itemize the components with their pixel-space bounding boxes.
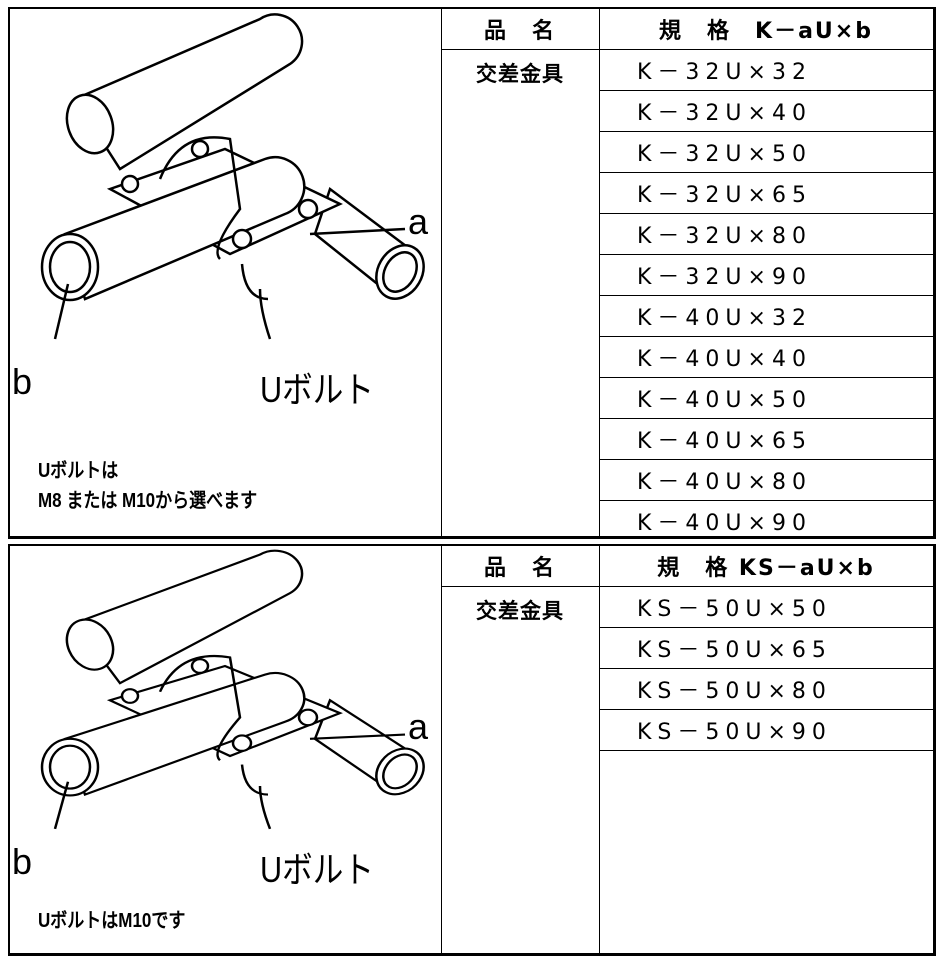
label-a: a [408, 706, 429, 747]
product-name-column: 品 名 交差金具 [441, 9, 600, 536]
spec-row: K－32U×90 [599, 255, 933, 296]
spec-row: K－40U×65 [599, 419, 933, 460]
product-name-column: 品 名 交差金具 [441, 546, 600, 953]
spec-row: K－40U×80 [599, 460, 933, 501]
spec-row: K－40U×50 [599, 378, 933, 419]
label-a: a [408, 201, 429, 242]
name-header: 品 名 [441, 546, 599, 587]
spec-header: 規 格 KS－aU×b [599, 546, 933, 587]
product-table-k: a b Uボルト Uボルトは M8 または M10から選べます 品 名 交差金具… [8, 7, 936, 539]
spec-row: KS－50U×90 [599, 710, 933, 751]
label-b: b [12, 361, 33, 402]
spec-row: KS－50U×65 [599, 628, 933, 669]
spec-row: K－32U×80 [599, 214, 933, 255]
product-name: 交差金具 [476, 599, 564, 623]
name-header: 品 名 [441, 9, 599, 50]
spec-row: KS－50U×50 [599, 587, 933, 628]
cross-clamp-illustration: a b Uボルト UボルトはM10です [10, 546, 442, 953]
spec-row: K－40U×32 [599, 296, 933, 337]
spec-row: KS－50U×80 [599, 669, 933, 710]
note-line: M8 または M10から選べます [38, 490, 258, 512]
cross-clamp-illustration: a b Uボルト Uボルトは M8 または M10から選べます [10, 9, 442, 536]
label-b: b [12, 841, 33, 882]
product-table-ks: a b Uボルト UボルトはM10です 品 名 交差金具 規 格 KS－aU×b… [8, 544, 936, 956]
note-line: UボルトはM10です [38, 910, 186, 932]
spec-row: K－40U×40 [599, 337, 933, 378]
spec-row: K－32U×40 [599, 91, 933, 132]
spec-row: K－40U×90 [637, 511, 812, 536]
product-name: 交差金具 [476, 62, 564, 86]
ubolt-note: UボルトはM10です [38, 906, 185, 936]
label-ubolt: Uボルト [260, 369, 374, 410]
spec-row: K－32U×50 [599, 132, 933, 173]
spec-row: K－32U×65 [599, 173, 933, 214]
label-ubolt: Uボルト [260, 849, 374, 890]
note-line: Uボルトは [38, 460, 119, 482]
ubolt-note: Uボルトは M8 または M10から選べます [38, 456, 257, 516]
pipe-clamp-drawing [40, 549, 425, 830]
pipe-clamp-drawing [40, 13, 425, 340]
spec-header: 規 格 K－aU×b [599, 9, 933, 50]
spec-row: K－32U×32 [599, 50, 933, 91]
